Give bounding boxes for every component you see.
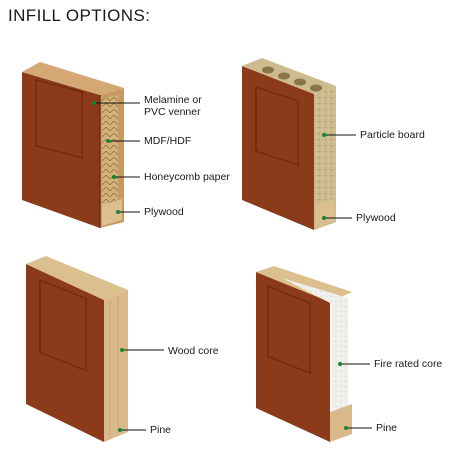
marker-dot: [112, 175, 116, 179]
marker-dot: [116, 210, 120, 214]
marker-dot: [322, 133, 326, 137]
door-top-edge: [26, 256, 128, 300]
label-plywood: Plywood: [356, 212, 396, 224]
door-face: [242, 66, 314, 230]
label-mdf: MDF/HDF: [144, 135, 191, 147]
core-hole: [262, 66, 274, 74]
label-melamine-1: Melamine or: [144, 94, 202, 106]
wood-core-callouts: Wood core Pine: [118, 345, 219, 436]
door-panel-moulding: [35, 78, 83, 159]
core-hole: [294, 78, 306, 86]
label-particle-board: Particle board: [360, 129, 425, 141]
honeycomb-core: [102, 95, 118, 205]
particle-callouts: Particle board Plywood: [322, 129, 425, 224]
marker-dot: [106, 139, 110, 143]
label-fire-rated-core: Fire rated core: [374, 358, 442, 370]
honeycomb-door-section: [22, 62, 124, 228]
marker-dot: [338, 362, 342, 366]
honeycomb-callouts: Melamine or PVC venner MDF/HDF Honeycomb…: [92, 94, 230, 218]
plywood-edge: [316, 199, 334, 228]
door-face: [26, 264, 104, 442]
diagram-title: INFILL OPTIONS:: [8, 6, 151, 25]
label-melamine-2: PVC venner: [144, 106, 201, 118]
label-pine: Pine: [376, 422, 397, 434]
label-wood-core: Wood core: [168, 345, 219, 357]
fire-rated-door-section: [256, 266, 352, 442]
label-plywood: Plywood: [144, 206, 184, 218]
particle-door-section: [242, 58, 336, 230]
marker-dot: [344, 426, 348, 430]
marker-dot: [120, 348, 124, 352]
door-face: [256, 272, 330, 442]
fire-rated-callouts: Fire rated core Pine: [338, 358, 442, 434]
wood-core: [104, 290, 128, 442]
wood-core-door-section: [26, 256, 128, 442]
core-hole: [278, 72, 290, 80]
label-honeycomb: Honeycomb paper: [144, 171, 230, 183]
marker-dot: [118, 428, 122, 432]
door-panel-moulding: [39, 279, 87, 372]
marker-dot: [92, 101, 96, 105]
door-top-edge: [22, 62, 124, 95]
label-pine: Pine: [150, 424, 171, 436]
marker-dot: [322, 216, 326, 220]
particle-core: [314, 86, 336, 230]
plywood-edge: [102, 199, 122, 226]
door-face: [22, 72, 100, 228]
door-panel-moulding: [267, 285, 311, 375]
fire-rated-core: [282, 278, 348, 420]
pine-edge: [330, 404, 352, 442]
core-hole: [310, 84, 322, 92]
door-panel-moulding: [255, 86, 299, 166]
